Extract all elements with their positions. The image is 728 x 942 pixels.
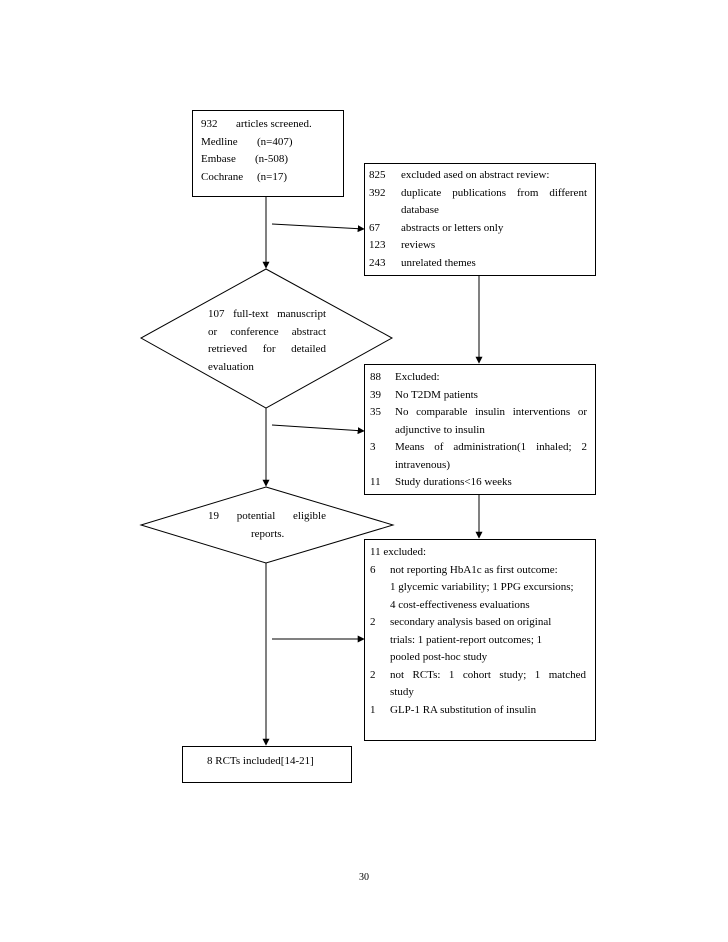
exclusion-reason: reviews xyxy=(401,239,436,251)
exclusion-reason-cont: trials: 1 patient-report outcomes; 1 xyxy=(390,633,543,646)
decision-line: or conference abstract xyxy=(208,325,326,338)
arrow-to-exclusion1 xyxy=(271,223,365,233)
exclusion-reason-cont: intravenous) xyxy=(395,458,450,471)
exclusion-reason: GLP-1 RA substitution of insulin xyxy=(390,703,537,716)
exclusion-header: 11 excluded: xyxy=(370,546,427,558)
exclusion-reason: Means of administration(1 inhaled; 2 xyxy=(395,441,587,453)
source-name: Cochrane xyxy=(201,170,244,183)
page-number: 30 xyxy=(359,872,369,883)
exclusion-count: 67 xyxy=(369,221,380,234)
exclusion-reason: not RCTs: 1 cohort study; 1 matched xyxy=(390,668,586,681)
exclusion-reason: unrelated themes xyxy=(401,256,476,269)
exclusion-2-text: 88 Excluded: 39 No T2DM patients 35 No c… xyxy=(370,369,587,492)
source-name: Embase xyxy=(201,153,236,165)
decision-line: reports. xyxy=(251,527,285,540)
decision-line: evaluation xyxy=(208,360,254,373)
source-name: Medline xyxy=(201,135,238,148)
exclusion-count: 11 xyxy=(370,476,381,488)
exclusion-reason: duplicate publications from different xyxy=(401,186,587,199)
included-studies-label: 8 RCTs included[14-21] xyxy=(207,755,314,767)
exclusion-reason-cont: study xyxy=(390,686,414,698)
source-count: (n=407) xyxy=(257,135,293,148)
exclusion-count: 243 xyxy=(369,256,386,269)
exclusion-count: 2 xyxy=(370,668,376,681)
exclusion-1-text: 825 excluded ased on abstract review: 39… xyxy=(369,167,587,272)
exclusion-count: 3 xyxy=(370,441,376,453)
exclusion-header: Excluded: xyxy=(395,371,440,383)
exclusion-reason: abstracts or letters only xyxy=(401,221,504,234)
exclusion-count: 88 xyxy=(370,371,381,383)
exclusion-reason: not reporting HbA1c as first outcome: xyxy=(390,563,558,576)
exclusion-count: 392 xyxy=(369,186,386,199)
exclusion-count: 35 xyxy=(370,406,381,418)
exclusion-reason-cont: 1 glycemic variability; 1 PPG excursions… xyxy=(390,581,574,593)
screened-label: articles screened. xyxy=(236,118,312,130)
exclusion-count: 6 xyxy=(370,563,376,576)
exclusion-box-full-text xyxy=(364,364,596,495)
exclusion-3-text: 11 excluded: 6 not reporting HbA1c as fi… xyxy=(370,544,588,719)
exclusion-count: 123 xyxy=(369,239,386,251)
decision-line: 19 potential eligible xyxy=(208,510,326,522)
decision-2-text: 19 potential eligible reports. xyxy=(208,508,326,543)
exclusion-reason: Study durations<16 weeks xyxy=(395,476,512,488)
decision-line: retrieved for detailed xyxy=(208,343,326,355)
screened-count: 932 xyxy=(201,118,218,130)
source-count: (n-508) xyxy=(255,153,288,165)
exclusion-count: 1 xyxy=(370,703,376,716)
exclusion-box-abstract-review xyxy=(364,163,596,276)
search-results-text: 932 articles screened. Medline (n=407) E… xyxy=(201,116,341,186)
exclusion-reason: No comparable insulin interventions or xyxy=(395,406,587,418)
exclusion-box-eligibility xyxy=(364,539,596,741)
exclusion-count: 825 xyxy=(369,169,386,181)
exclusion-reason-cont: database xyxy=(401,204,439,216)
exclusion-header: excluded ased on abstract review: xyxy=(401,169,550,181)
source-count: (n=17) xyxy=(257,170,288,183)
exclusion-reason-cont: adjunctive to insulin xyxy=(395,423,485,436)
exclusion-count: 2 xyxy=(370,616,376,628)
exclusion-count: 39 xyxy=(370,388,381,401)
exclusion-reason: secondary analysis based on original xyxy=(390,616,552,628)
exclusion-reason-cont: pooled post-hoc study xyxy=(390,651,488,663)
exclusion-reason: No T2DM patients xyxy=(395,388,478,401)
decision-1-text: 107 full-text manuscript or conference a… xyxy=(208,306,326,376)
arrow-to-exclusion2 xyxy=(271,424,365,435)
search-results-box xyxy=(192,110,344,197)
decision-line: 107 full-text manuscript xyxy=(208,308,326,320)
included-studies-box xyxy=(182,746,352,783)
exclusion-reason-cont: 4 cost-effectiveness evaluations xyxy=(390,598,530,611)
